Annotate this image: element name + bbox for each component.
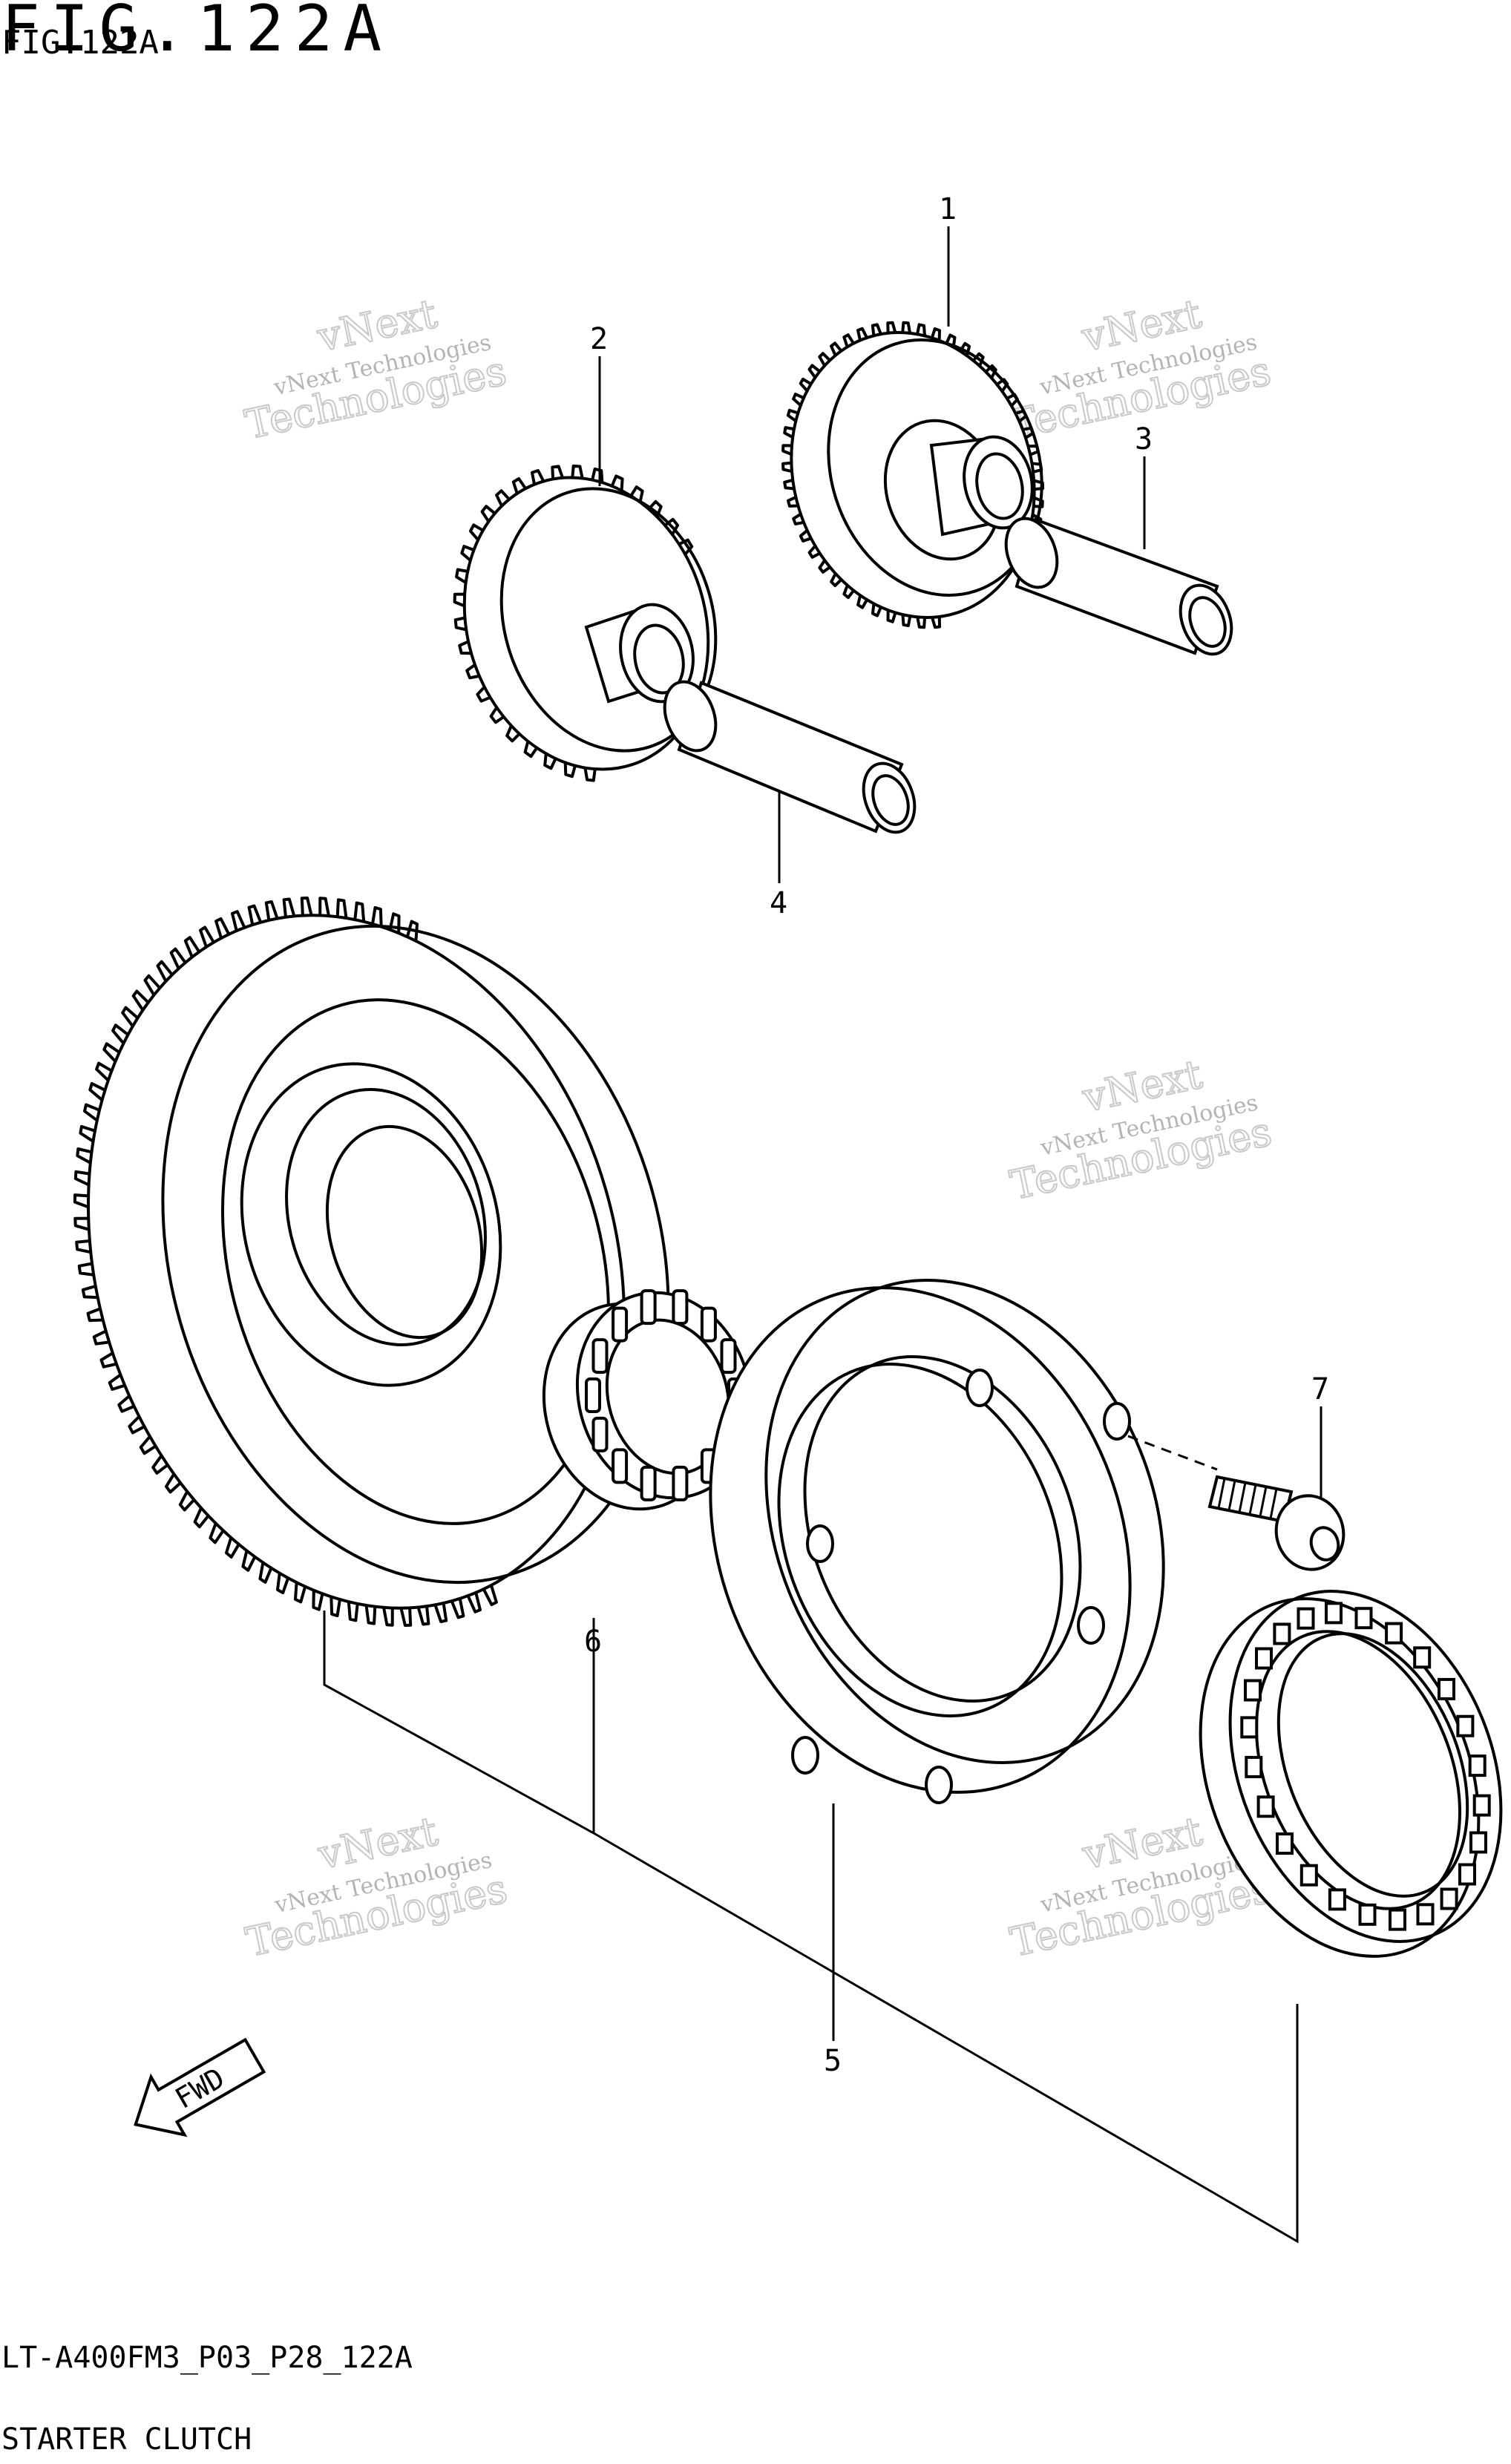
watermark-top-left: vNext Technologies vNext Technologies	[240, 289, 511, 449]
part-6-needle-bearing[interactable]	[520, 1272, 775, 1530]
gear-2-teeth	[453, 464, 694, 782]
callout-4: 4	[770, 886, 787, 920]
clutch-sprags	[1240, 1602, 1491, 1931]
bolt-thread	[1217, 1478, 1226, 1509]
sprag	[1389, 1908, 1406, 1931]
sprag	[1297, 1607, 1315, 1630]
part-2-idle-gear[interactable]	[427, 445, 749, 801]
sprag	[1358, 1903, 1377, 1926]
one-way-clutch-ring	[1199, 1590, 1503, 1958]
sprag	[1354, 1607, 1373, 1630]
needle-roller	[672, 1289, 689, 1326]
needle-roller	[640, 1289, 657, 1326]
callout-1: 1	[939, 192, 957, 226]
needle-roller	[612, 1448, 629, 1484]
callout-6: 6	[584, 1625, 602, 1659]
bolt-hole	[806, 1524, 834, 1563]
sprag	[1240, 1716, 1259, 1739]
sprag	[1245, 1755, 1263, 1778]
sprag	[1273, 1622, 1291, 1645]
bolt-hole	[1103, 1402, 1131, 1441]
bolt-holes	[791, 1369, 1131, 1804]
needle-roller	[591, 1416, 609, 1452]
needle-roller	[612, 1306, 629, 1343]
bolt-threads	[1217, 1478, 1278, 1519]
watermark-top-right: vNext Technologies vNext Technologies	[1005, 289, 1276, 449]
part-4-shaft[interactable]	[656, 675, 924, 839]
bolt-hole	[966, 1369, 994, 1407]
needle-roller	[640, 1465, 657, 1501]
callout-7: 7	[1311, 1372, 1329, 1406]
sprag	[1440, 1887, 1458, 1910]
bolt-thread	[1228, 1480, 1236, 1511]
bolt-thread	[1248, 1484, 1257, 1515]
part-3-shaft[interactable]	[997, 511, 1241, 661]
footer-section-name: STARTER CLUTCH	[1, 2422, 252, 2457]
bolt-hole	[925, 1766, 953, 1804]
needle-roller	[720, 1338, 737, 1374]
bolt-thread	[1259, 1486, 1268, 1517]
sprag	[1416, 1903, 1435, 1926]
starter-driven-gear	[73, 897, 670, 1627]
bolt-hole	[791, 1736, 819, 1775]
callout-3: 3	[1135, 422, 1153, 456]
sprag	[1255, 1647, 1273, 1670]
sprag	[1325, 1602, 1343, 1625]
bolt-hole	[1077, 1606, 1105, 1645]
needle-roller	[700, 1306, 717, 1343]
footer-model-code: LT-A400FM3_P03_P28_122A	[1, 2341, 413, 2375]
bearing-needles	[585, 1289, 744, 1501]
figure-title-overlay: FIG.122A	[1, 24, 159, 62]
bolt-thread	[1269, 1488, 1278, 1519]
sprag	[1244, 1679, 1262, 1702]
watermark-mid-right: vNext Technologies vNext Technologies	[1006, 1050, 1276, 1210]
callout-2: 2	[590, 322, 608, 356]
figure-title: FIG.122A	[1, 0, 392, 66]
callout-5: 5	[824, 2044, 842, 2078]
needle-roller	[672, 1465, 689, 1501]
part-7-bolt[interactable]	[1127, 1435, 1351, 1577]
sprag	[1299, 1864, 1318, 1887]
leader-lines	[323, 226, 1322, 2244]
sprag	[1458, 1863, 1476, 1886]
sprag	[1256, 1795, 1275, 1818]
watermark-bottom-left: vNext Technologies vNext Technologies	[241, 1807, 512, 1967]
sprag	[1456, 1714, 1475, 1737]
sprag	[1328, 1888, 1346, 1911]
needle-roller	[585, 1377, 601, 1413]
driven-gear-teeth	[73, 897, 498, 1627]
bolt-thread	[1238, 1482, 1247, 1513]
part-5-clutch-housing[interactable]	[637, 1220, 1233, 1856]
sprag	[1385, 1622, 1403, 1645]
sprag	[1468, 1754, 1487, 1777]
sprag	[1472, 1794, 1491, 1817]
fwd-arrow: FWD	[134, 2037, 266, 2137]
sprag	[1438, 1677, 1455, 1700]
sprag	[1469, 1831, 1487, 1854]
sprag	[1413, 1646, 1432, 1669]
sprag	[1276, 1832, 1294, 1855]
needle-roller	[591, 1338, 609, 1374]
part-1-idle-gear[interactable]	[756, 301, 1075, 649]
